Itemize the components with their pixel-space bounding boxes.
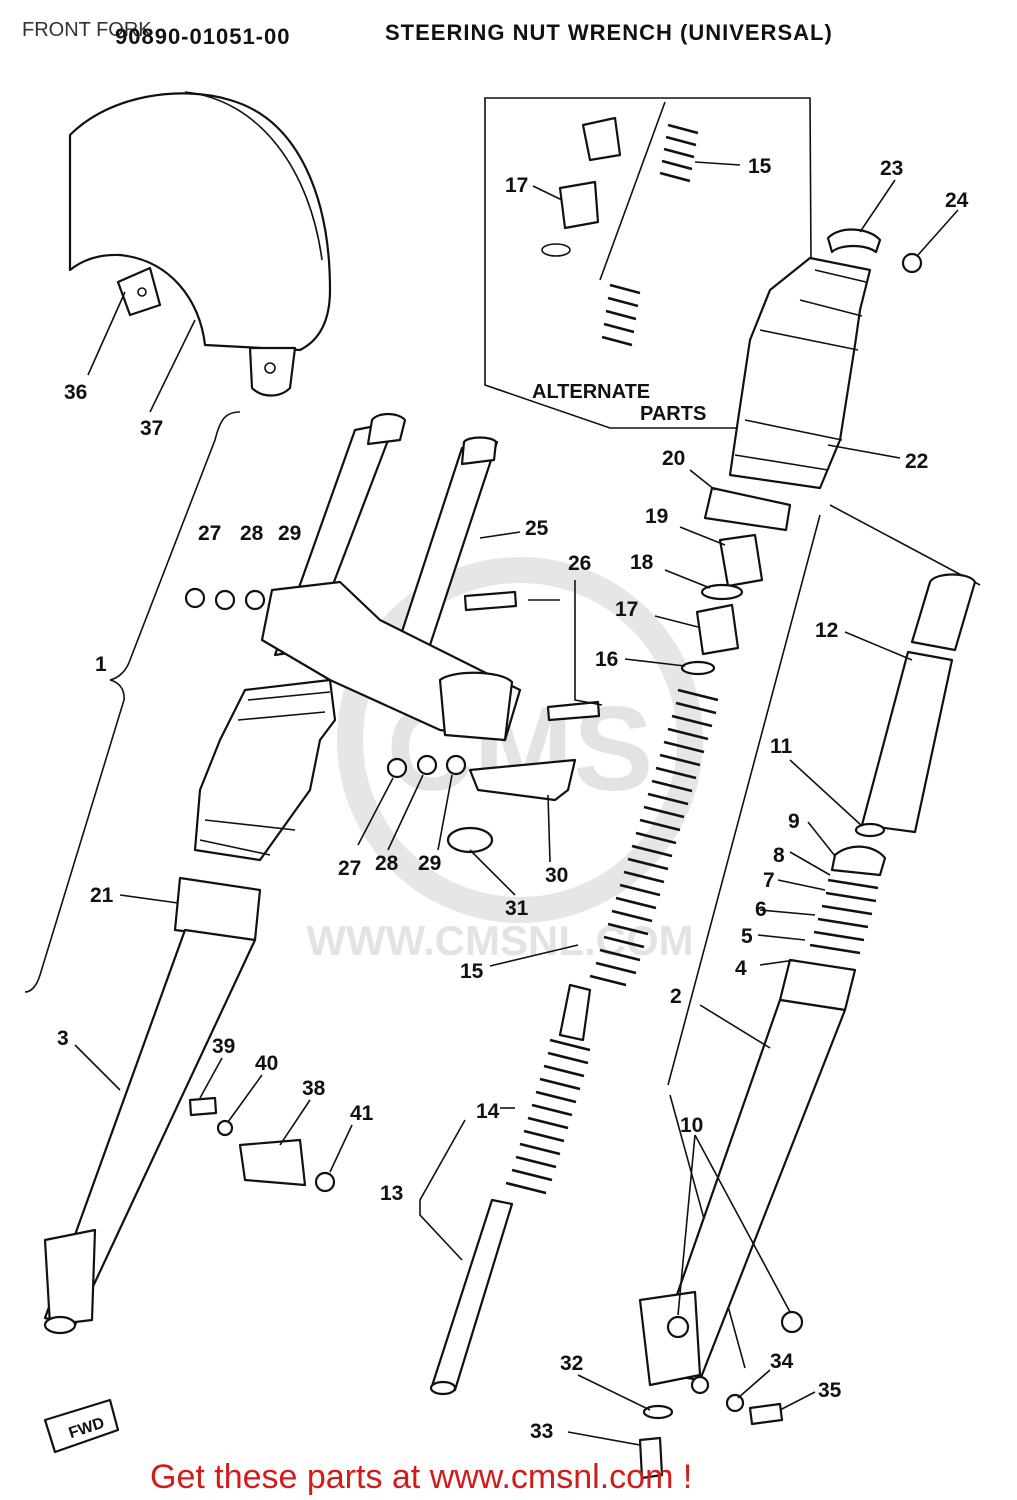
right-fork-boot bbox=[703, 228, 923, 532]
callout-36: 36 bbox=[64, 381, 87, 404]
callout-20: 20 bbox=[662, 447, 685, 470]
callout-34: 34 bbox=[770, 1350, 794, 1373]
tool-name: STEERING NUT WRENCH (UNIVERSAL) bbox=[385, 20, 833, 45]
alternate-parts-inset: ALTERNATE PARTS bbox=[484, 97, 813, 429]
watermark-url: WWW.CMSNL.COM bbox=[306, 917, 693, 964]
callout-25: 25 bbox=[525, 517, 549, 540]
callout-30: 30 bbox=[545, 864, 568, 887]
callout-15-inset: 15 bbox=[748, 155, 772, 178]
callout-26: 26 bbox=[568, 552, 591, 575]
callout-28-top: 28 bbox=[240, 522, 264, 545]
callout-27-mid: 27 bbox=[338, 857, 361, 880]
callout-40: 40 bbox=[255, 1052, 278, 1075]
callout-39: 39 bbox=[212, 1035, 235, 1058]
callout-16: 16 bbox=[595, 648, 618, 671]
callout-29-mid: 29 bbox=[418, 852, 441, 875]
callout-38: 38 bbox=[302, 1077, 326, 1100]
front-fender bbox=[68, 91, 332, 397]
left-fork-assembly bbox=[43, 412, 601, 1335]
forward-direction-badge: FWD bbox=[43, 1398, 120, 1454]
callout-11: 11 bbox=[770, 735, 793, 758]
callout-2: 2 bbox=[670, 985, 682, 1008]
callout-6: 6 bbox=[755, 898, 767, 921]
callout-14: 14 bbox=[476, 1100, 500, 1123]
callout-37: 37 bbox=[140, 417, 163, 440]
callout-32: 32 bbox=[560, 1352, 583, 1375]
callout-18: 18 bbox=[630, 551, 654, 574]
callout-17-inset: 17 bbox=[505, 174, 528, 197]
callout-29-top: 29 bbox=[278, 522, 301, 545]
leader-lines bbox=[74, 161, 959, 1446]
callout-10: 10 bbox=[680, 1114, 703, 1137]
right-fork-cap-parts bbox=[680, 533, 764, 676]
callout-41: 41 bbox=[350, 1102, 374, 1125]
callout-21: 21 bbox=[90, 884, 114, 907]
callout-labels: 36 37 17 15 23 24 22 20 19 18 17 16 27 2… bbox=[57, 155, 969, 1443]
callout-12: 12 bbox=[815, 619, 838, 642]
inset-caption-line2: PARTS bbox=[640, 403, 706, 425]
callout-28-mid: 28 bbox=[375, 852, 399, 875]
tool-number: 90890-01051-00 bbox=[115, 24, 290, 49]
callout-24: 24 bbox=[945, 189, 969, 212]
callout-4: 4 bbox=[735, 957, 747, 980]
callout-22: 22 bbox=[905, 450, 928, 473]
callout-1: 1 bbox=[95, 653, 107, 676]
callout-9: 9 bbox=[788, 810, 800, 833]
inset-caption-line1: ALTERNATE bbox=[532, 381, 650, 403]
callout-31: 31 bbox=[505, 897, 529, 920]
part-1-bracket bbox=[24, 411, 241, 993]
callout-27-top: 27 bbox=[198, 522, 221, 545]
callout-13: 13 bbox=[380, 1182, 403, 1205]
watermark-ring bbox=[337, 557, 703, 923]
center-spring-damper bbox=[429, 688, 719, 1396]
callout-7: 7 bbox=[763, 869, 775, 892]
section-title: FRONT FORK bbox=[22, 19, 152, 41]
callout-19: 19 bbox=[645, 505, 668, 528]
callout-35: 35 bbox=[818, 1379, 842, 1402]
callout-15: 15 bbox=[460, 960, 484, 983]
callout-3: 3 bbox=[57, 1027, 69, 1050]
callout-17: 17 bbox=[615, 598, 638, 621]
callout-33: 33 bbox=[530, 1420, 553, 1443]
callout-8: 8 bbox=[773, 844, 785, 867]
right-fork-lower bbox=[638, 504, 981, 1480]
callout-23: 23 bbox=[880, 157, 903, 180]
callout-5: 5 bbox=[741, 925, 753, 948]
footer-parts-link[interactable]: Get these parts at www.cmsnl.com ! bbox=[150, 1458, 692, 1496]
